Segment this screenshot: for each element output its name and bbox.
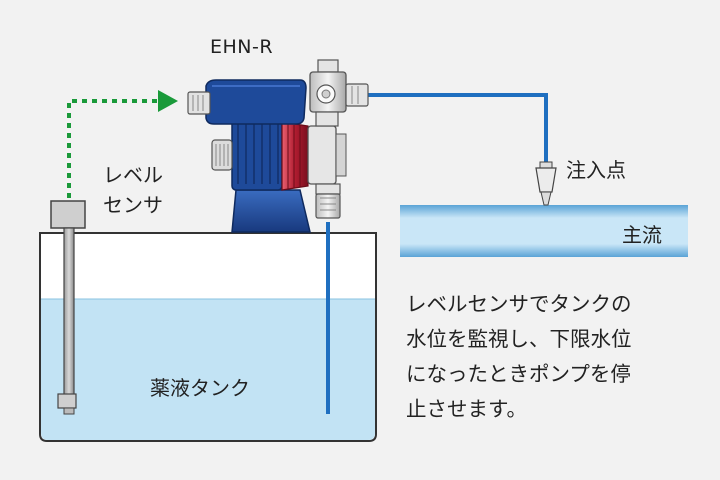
main-flow-label: 主流 — [622, 223, 662, 247]
main-flow-pipe — [400, 205, 688, 257]
level-sensor — [50, 200, 86, 415]
description-line: レベルセンサでタンクの — [406, 292, 632, 316]
injection-nozzle — [535, 161, 557, 206]
metering-pump — [187, 59, 369, 233]
chemical-liquid — [41, 299, 375, 440]
description-line: 止させます。 — [406, 397, 527, 421]
discharge-tube — [368, 93, 548, 162]
signal-line — [67, 90, 178, 198]
signal-arrow-icon — [158, 90, 178, 112]
description-line: 水位を監視し、下限水位 — [406, 327, 632, 351]
level-sensor-label-line1: レベル — [103, 163, 163, 187]
chemical-tank-label: 薬液タンク — [150, 376, 250, 400]
level-sensor-label: レベル センサ — [103, 160, 163, 220]
injection-point-label: 注入点 — [566, 158, 626, 182]
description-line: になったときポンプを停 — [406, 362, 631, 386]
level-sensor-label-line2: センサ — [103, 193, 163, 217]
chemical-tank — [39, 232, 377, 442]
pump-model-label: EHN-R — [210, 36, 274, 58]
description-text: レベルセンサでタンクの 水位を監視し、下限水位 になったときポンプを停 止させま… — [406, 287, 706, 427]
